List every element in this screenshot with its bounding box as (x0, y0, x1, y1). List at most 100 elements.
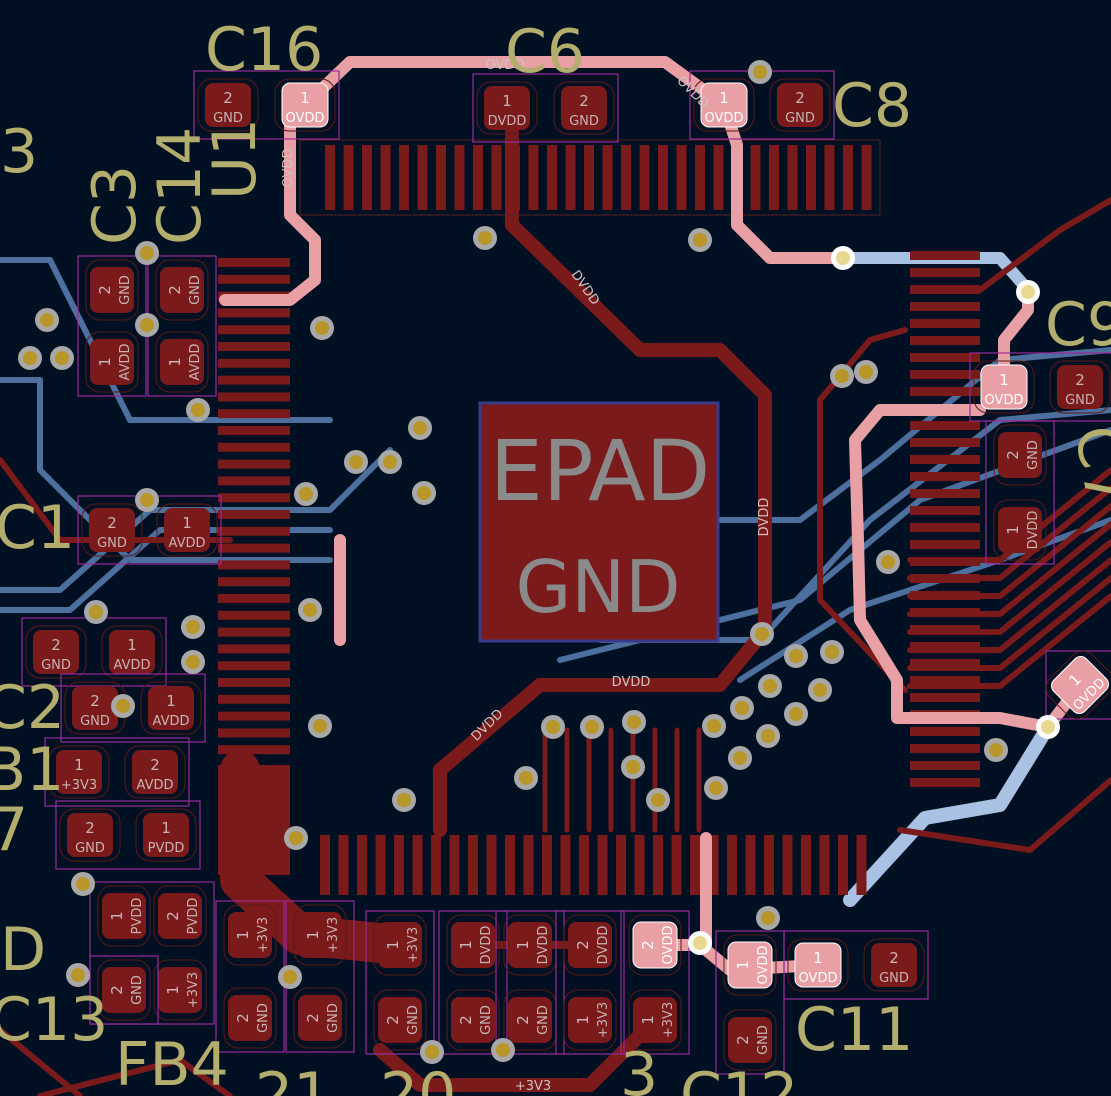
ic-pin[interactable] (727, 835, 737, 895)
ic-pin[interactable] (325, 145, 335, 210)
via[interactable] (704, 776, 728, 800)
trace[interactable] (37, 1057, 233, 1096)
ic-pin[interactable] (218, 358, 290, 368)
pad[interactable]: 1+3V3 (373, 914, 427, 976)
ic-pin[interactable] (218, 627, 290, 637)
via[interactable] (111, 694, 135, 718)
pad[interactable]: 1+3V3 (563, 989, 617, 1051)
via[interactable] (491, 1038, 515, 1062)
ic-pin[interactable] (819, 835, 830, 895)
ic-pin[interactable] (218, 610, 290, 620)
ic-pin[interactable] (218, 543, 290, 553)
ic-pin[interactable] (218, 274, 290, 284)
via[interactable] (541, 715, 565, 739)
via[interactable] (412, 481, 436, 505)
ic-pin[interactable] (218, 745, 290, 755)
back-trace[interactable] (0, 257, 333, 423)
ic-pin[interactable] (695, 145, 705, 210)
ic-pin[interactable] (639, 145, 650, 210)
ic-pin[interactable] (510, 145, 520, 210)
ic-pin[interactable] (431, 835, 441, 895)
ic-pin[interactable] (838, 835, 848, 895)
ic-pin[interactable] (417, 145, 428, 210)
ic-pin[interactable] (218, 375, 290, 385)
ic-pin[interactable] (910, 336, 980, 345)
ic-pin[interactable] (218, 459, 290, 469)
ic-pin[interactable] (843, 145, 853, 210)
ic-pin[interactable] (824, 145, 835, 210)
ic-pin[interactable] (806, 145, 816, 210)
via[interactable] (854, 360, 878, 384)
ic-pin[interactable] (910, 608, 980, 617)
ic-pin[interactable] (218, 594, 290, 603)
via[interactable] (702, 714, 726, 738)
via-highlighted[interactable] (1036, 715, 1060, 739)
trace[interactable] (0, 1027, 83, 1096)
ic-pin[interactable] (218, 644, 290, 654)
via[interactable] (135, 241, 159, 265)
via[interactable] (730, 696, 754, 720)
ic-pin[interactable] (910, 285, 980, 294)
dvdd-trace[interactable] (433, 113, 772, 837)
3v3-trace[interactable] (373, 1013, 662, 1092)
via[interactable] (18, 346, 42, 370)
back-trace[interactable] (0, 377, 333, 563)
trace[interactable] (897, 777, 1111, 853)
via[interactable] (784, 644, 808, 668)
ic-pin[interactable] (218, 258, 290, 267)
via-highlighted[interactable] (1016, 280, 1040, 304)
ic-pin[interactable] (399, 145, 409, 210)
ic-pin[interactable] (676, 145, 687, 210)
via[interactable] (84, 600, 108, 624)
ovdd-trace[interactable] (219, 114, 321, 306)
ic-pin[interactable] (745, 835, 756, 895)
via[interactable] (420, 1040, 444, 1064)
ic-pin[interactable] (394, 835, 404, 895)
via[interactable] (808, 678, 832, 702)
ic-pin[interactable] (769, 145, 779, 210)
via[interactable] (298, 598, 322, 622)
via[interactable] (344, 450, 368, 474)
pad[interactable]: 1+3V3 (48, 745, 110, 799)
ic-pin[interactable] (357, 835, 367, 895)
via[interactable] (621, 755, 645, 779)
ic-pin[interactable] (910, 370, 980, 379)
via[interactable] (408, 416, 432, 440)
ic-pin[interactable] (910, 506, 980, 515)
ic-pin[interactable] (218, 426, 290, 435)
via[interactable] (646, 788, 670, 812)
ic-pin[interactable] (910, 591, 980, 600)
via[interactable] (186, 398, 210, 422)
ic-pin[interactable] (375, 835, 386, 895)
ic-pin[interactable] (910, 727, 980, 736)
ic-pin[interactable] (454, 145, 465, 210)
ic-pin[interactable] (910, 472, 980, 481)
via[interactable] (750, 622, 774, 646)
ic-pin[interactable] (412, 835, 423, 895)
via[interactable] (284, 826, 308, 850)
ic-pin[interactable] (602, 145, 613, 210)
